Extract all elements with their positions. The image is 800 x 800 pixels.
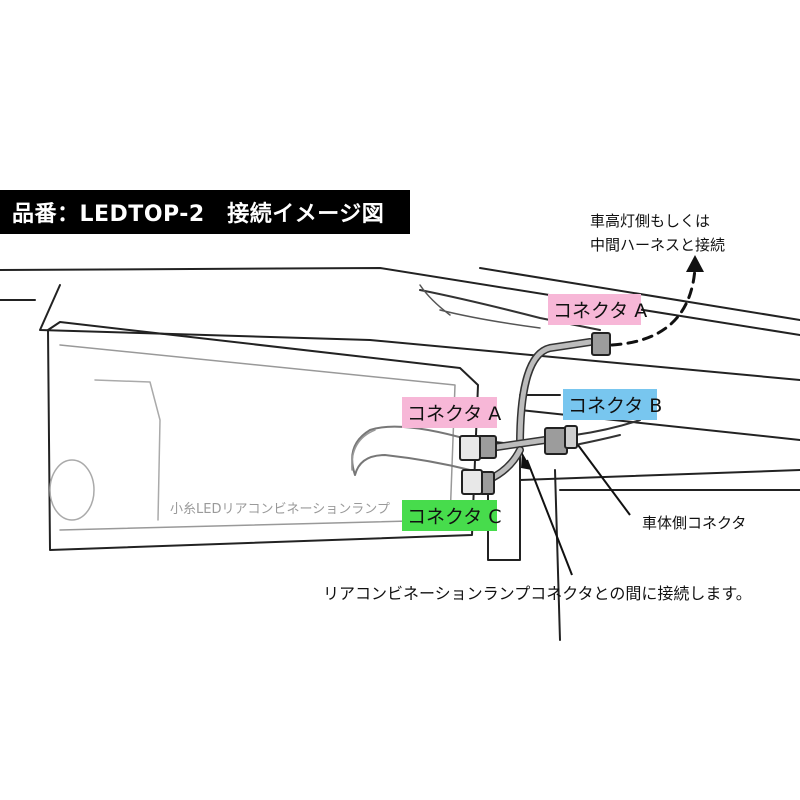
arrow-head: [686, 255, 704, 272]
lamp-wire-2: [351, 429, 376, 471]
headlamp-note-line2: 中間ハーネスと接続: [590, 236, 726, 254]
lamp-face-line: [94, 379, 161, 521]
lamp-housing: [47, 321, 479, 551]
body-upper-panel: [39, 284, 800, 381]
bracket-lower-2: [554, 469, 561, 641]
vehicle-connector-pointer: [577, 444, 631, 516]
vehicle-wire: [574, 419, 641, 436]
harness-tube-3: [419, 284, 451, 316]
headlamp-note-line1: 車高灯側もしくは: [590, 212, 711, 230]
lamp-socket-a: [459, 435, 481, 461]
install-note: リアコンビネーションランプコネクタとの間に接続します。: [323, 584, 752, 603]
connector-b-plug: [544, 427, 568, 455]
harness-tube: [419, 289, 601, 331]
harness-cable: [517, 339, 593, 448]
lamp-wire: [351, 425, 471, 476]
lamp-socket-c: [461, 469, 483, 495]
page-title: 品番：LEDTOP-2 接続イメージ図: [0, 190, 410, 234]
vehicle-connector-plug: [564, 425, 578, 449]
connector-a-top-plug: [591, 332, 611, 356]
vehicle-connector-note: 車体側コネクタ: [642, 514, 747, 532]
connector-a-top-label: コネクタ A: [548, 294, 647, 325]
lamp-lens: [49, 459, 95, 521]
connector-c-label: コネクタ C: [402, 500, 502, 531]
lamp-name-text: 小糸LEDリアコンビネーションランプ: [170, 502, 390, 517]
install-pointer: [526, 459, 573, 576]
vehicle-wire-2: [574, 434, 621, 446]
harness-tube-2: [439, 309, 541, 329]
dashed-guide-arrow: [610, 266, 697, 347]
bracket-lower: [519, 469, 800, 481]
body-top-edge: [0, 267, 800, 336]
connector-a-left-label: コネクタ A: [402, 397, 501, 428]
install-pointer-head: [521, 452, 532, 470]
lamp-inner: [59, 344, 456, 531]
connector-b-label: コネクタ B: [563, 389, 662, 420]
harness-branch: [487, 437, 548, 451]
